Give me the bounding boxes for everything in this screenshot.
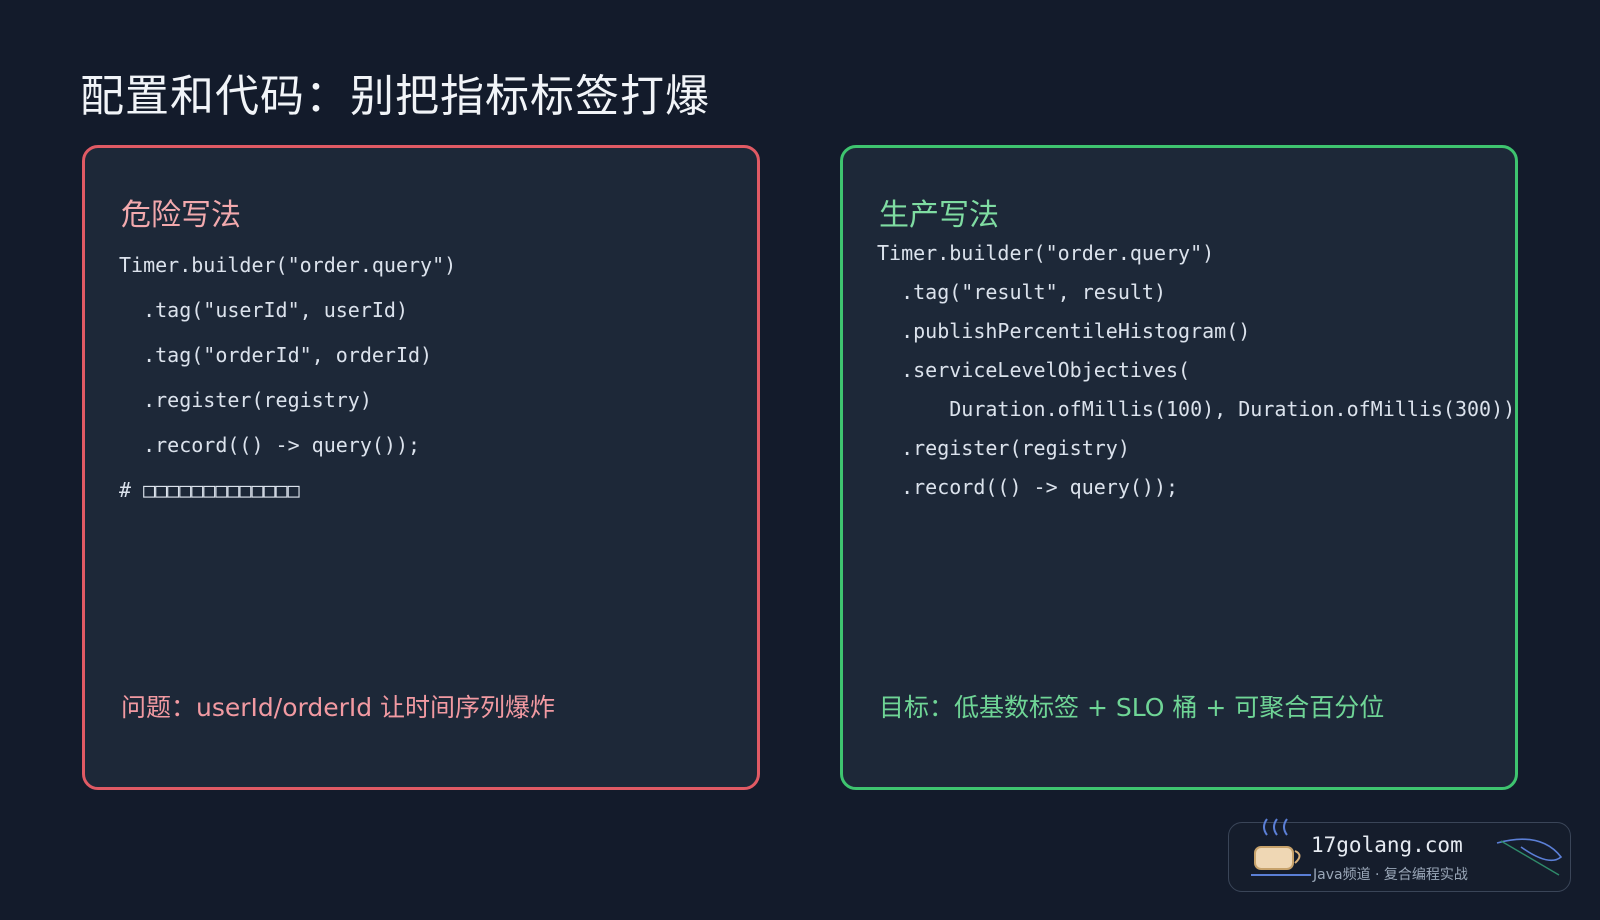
code-line: .tag("result", result) — [877, 280, 1166, 304]
code-line: .record(() -> query()); — [119, 433, 421, 457]
watermark-domain: 17golang.com — [1311, 833, 1463, 857]
coffee-cup-icon — [1251, 818, 1311, 876]
site-watermark: 17golang.com Java频道 · 复合编程实战 — [1228, 818, 1571, 892]
code-line: Timer.builder("order.query") — [877, 241, 1215, 265]
swoosh-icon — [1496, 838, 1563, 876]
code-line: .tag("orderId", orderId) — [119, 343, 433, 367]
slide-title: 配置和代码：别把指标标签打爆 — [80, 71, 710, 122]
dangerous-example-heading: 危险写法 — [121, 198, 241, 233]
production-example-card: 生产写法 Timer.builder("order.query") .tag("… — [840, 145, 1518, 790]
dangerous-code-block: Timer.builder("order.query") .tag("userI… — [119, 243, 456, 513]
code-line: Timer.builder("order.query") — [119, 253, 457, 277]
production-example-heading: 生产写法 — [879, 198, 999, 233]
code-line: .register(registry) — [119, 388, 372, 412]
code-line: .record(() -> query()); — [877, 475, 1179, 499]
code-line: Duration.ofMillis(100), Duration.ofMilli… — [877, 397, 1516, 421]
production-goal-note: 目标：低基数标签 + SLO 桶 + 可聚合百分位 — [879, 693, 1385, 722]
code-comment-line: # □□□□□□□□□□□□□ — [119, 478, 300, 502]
dangerous-example-card: 危险写法 Timer.builder("order.query") .tag("… — [82, 145, 760, 790]
watermark-subtitle: Java频道 · 复合编程实战 — [1313, 867, 1468, 883]
dangerous-problem-note: 问题：userId/orderId 让时间序列爆炸 — [121, 693, 556, 722]
code-line: .tag("userId", userId) — [119, 298, 408, 322]
code-line: .register(registry) — [877, 436, 1130, 460]
production-code-block: Timer.builder("order.query") .tag("resul… — [877, 234, 1515, 507]
code-line: .serviceLevelObjectives( — [877, 358, 1191, 382]
code-line: .publishPercentileHistogram() — [877, 319, 1251, 343]
